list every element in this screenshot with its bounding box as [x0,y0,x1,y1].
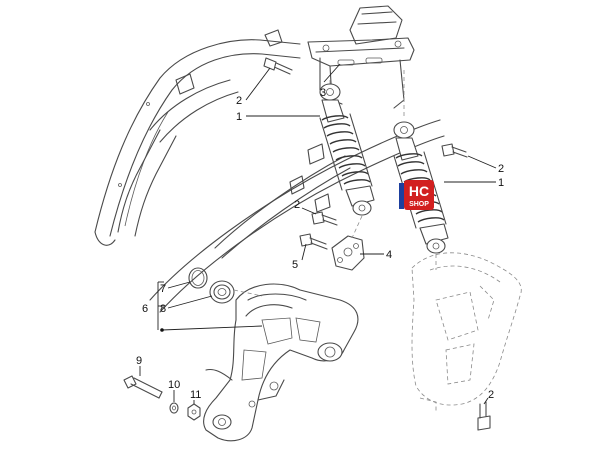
callout-4: 4 [386,249,392,261]
callout-5: 5 [292,259,298,271]
callout-2-top: 2 [236,95,242,107]
nut [187,403,201,421]
logo-red-box [404,180,434,210]
bolt-right [441,143,468,158]
callout-10: 10 [168,379,180,391]
callout-1-right: 1 [498,177,504,189]
washer [169,402,179,414]
lower-mount-bracket [331,215,365,271]
callout-2-right: 2 [498,163,504,175]
callout-3: 3 [320,87,326,99]
bolt-bottom-right [477,401,491,431]
callout-labels: 2 3 1 2 1 2 4 5 7 8 6 9 10 11 2 [136,87,504,401]
hc-shop-logo: HC SHOP [399,180,434,210]
shock-absorber-right [393,121,449,270]
callout-11: 11 [190,389,201,401]
long-bolt [123,375,163,399]
callout-1-left: 1 [236,111,242,123]
callout-9: 9 [136,355,142,367]
callout-2-bottom: 2 [488,389,494,401]
circlip [188,267,208,289]
bearing [209,280,263,304]
bolt-upper-left [263,57,293,75]
logo-text-hc: HC [409,183,429,199]
bolt-item-5 [299,233,328,250]
rear-mudguard-outline [411,252,522,412]
logo-text-shop: SHOP [409,201,429,208]
leader-lines [139,63,497,405]
logo-blue-stripe [399,183,404,209]
callout-7: 7 [160,283,166,295]
callout-2-mid: 2 [294,199,300,211]
bolt-mid [311,211,338,226]
frame-tubes [94,29,445,313]
callout-6: 6 [142,303,148,315]
callout-8: 8 [160,303,166,315]
engine-support-bracket [203,283,359,442]
shock-absorber-left [319,83,375,216]
